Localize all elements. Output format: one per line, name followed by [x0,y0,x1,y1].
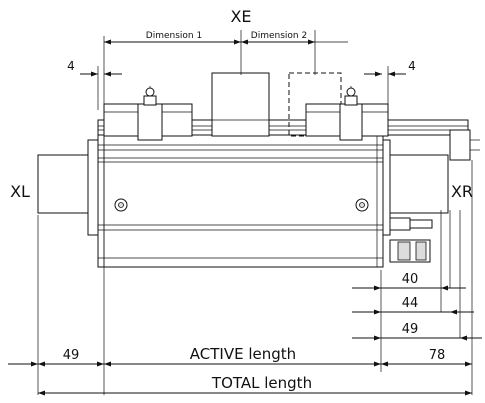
connector-upper [449,129,480,161]
label-dim-40: 40 [402,272,419,287]
label-xl: XL [10,182,30,201]
fitting-left [137,86,163,141]
label-dimension-2: Dimension 2 [251,31,307,41]
right-end-cap [387,154,449,214]
label-xe: XE [230,7,251,26]
label-dimension-1: Dimension 1 [146,31,202,41]
labels: XE Dimension 1 Dimension 2 4 4 XL XR 40 … [10,7,473,392]
label-dim-78: 78 [429,348,446,363]
screw-left [114,198,128,212]
left-end-cap-plate [87,139,99,236]
label-total-length: TOTAL length [211,374,312,392]
dimensioning [8,30,482,396]
actuator-assembly [37,72,480,268]
connector-lower [389,217,433,263]
label-right-offset: 4 [408,59,416,73]
main-profile [97,134,384,268]
screw-right [355,198,369,212]
center-block [211,72,270,137]
fitting-right [339,86,363,141]
label-left-offset: 4 [67,59,75,73]
label-xr: XR [451,182,473,201]
label-active-length: ACTIVE length [190,345,296,363]
label-dim-44: 44 [402,296,419,311]
label-dim-49-right: 49 [402,322,419,337]
label-dim-49-left: 49 [63,348,80,363]
left-end-cap [37,154,95,214]
